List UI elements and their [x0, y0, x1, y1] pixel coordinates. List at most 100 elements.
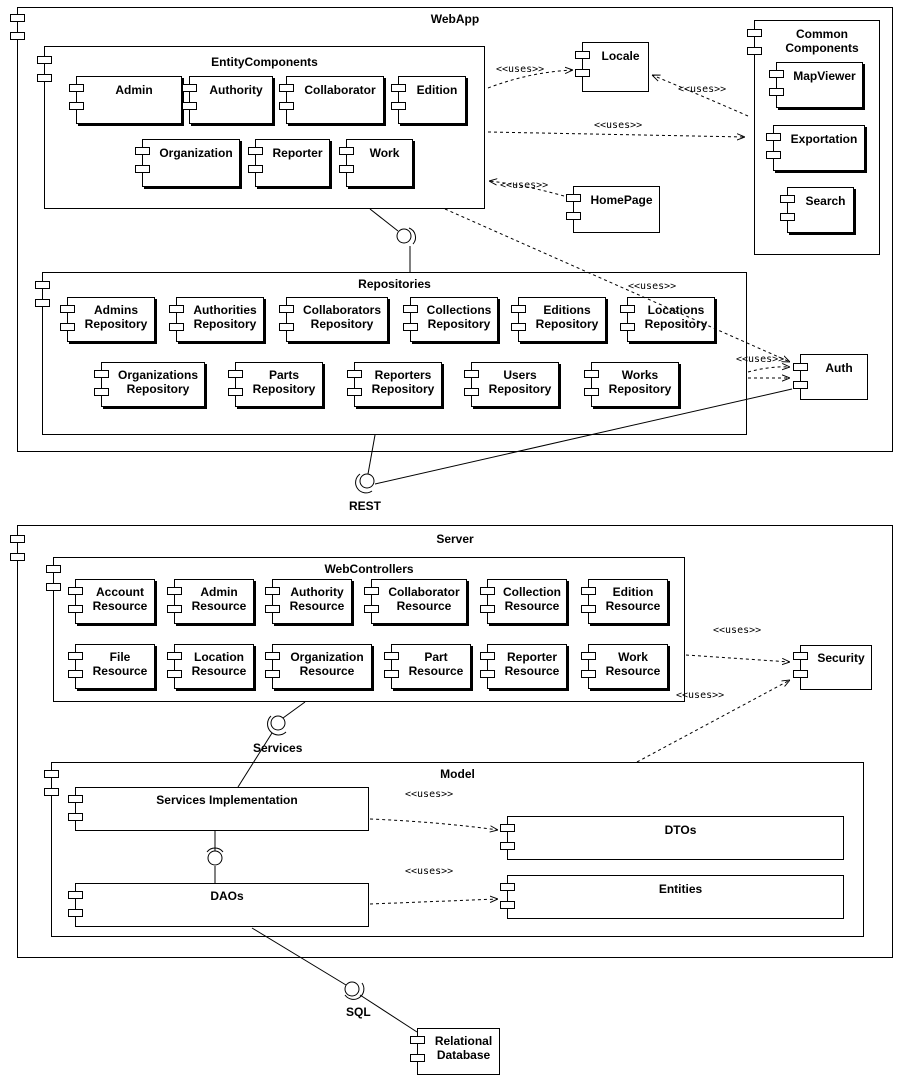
auth-port-icon: [793, 363, 808, 371]
exportation-port-icon: [766, 133, 781, 141]
daos-port-icon: [68, 891, 83, 899]
work-port-icon: [339, 165, 354, 173]
locale-port-icon: [575, 51, 590, 59]
location-resource-port-icon: [167, 670, 182, 678]
webcontrollers-port-icon: [46, 583, 61, 591]
organization-resource-port-icon: [265, 670, 280, 678]
reporter-port-icon: [248, 165, 263, 173]
relational-database-label: Relational Database: [434, 1034, 493, 1062]
organizations-repository-label: Organizations Repository: [117, 368, 198, 396]
users-repository-port-icon: [464, 370, 479, 378]
reporter-resource-port-icon: [480, 670, 495, 678]
collaborator-resource-port-icon: [364, 605, 379, 613]
authority-resource-label: Authority Resource: [289, 585, 345, 613]
collaborator-port-icon: [279, 102, 294, 110]
rest-interface-socket: [355, 473, 373, 494]
admins-repository: Admins Repository: [67, 297, 155, 342]
edition-component: Edition: [398, 76, 466, 124]
authorities-repository-port-icon: [169, 323, 184, 331]
homepage-component: HomePage: [573, 186, 660, 233]
part-resource-label: Part Resource: [408, 650, 464, 678]
collections-repository-label: Collections Repository: [426, 303, 492, 331]
relational-database-component: Relational Database: [417, 1028, 500, 1075]
collaborator-resource-label: Collaborator Resource: [388, 585, 460, 613]
collaborators-repository-port-icon: [279, 323, 294, 331]
users-repository-label: Users Repository: [488, 368, 552, 396]
services-implementation-component: Services Implementation: [75, 787, 369, 831]
dtos-port-icon: [500, 824, 515, 832]
services-implementation-label: Services Implementation: [156, 793, 298, 807]
repositories-title: Repositories: [358, 277, 431, 291]
services-implementation-port-icon: [68, 813, 83, 821]
organizations-repository: Organizations Repository: [101, 362, 205, 407]
work-resource-port-icon: [581, 652, 596, 660]
security-component: Security: [800, 645, 872, 690]
locations-repository-label: Locations Repository: [644, 303, 708, 331]
entities-label: Entities: [658, 882, 703, 896]
uses-label-entity-auth: <<uses>>: [628, 281, 677, 292]
authority-label: Authority: [209, 83, 263, 97]
uses-label-security-2: <<uses>>: [676, 690, 725, 701]
common-components-title: Common Components: [785, 27, 859, 55]
dtos-label: DTOs: [664, 823, 697, 837]
file-resource-port-icon: [68, 652, 83, 660]
entities-component: Entities: [507, 875, 844, 919]
search-component: Search: [787, 187, 854, 233]
reporters-repository-label: Reporters Repository: [371, 368, 435, 396]
collaborators-repository-label: Collaborators Repository: [302, 303, 381, 331]
services-interface-label: Services: [253, 741, 303, 755]
model-title: Model: [440, 767, 475, 781]
uses-label-entities: <<uses>>: [405, 866, 454, 877]
part-resource-port-icon: [384, 670, 399, 678]
server-title: Server: [436, 532, 474, 546]
daos-label: DAOs: [210, 889, 244, 903]
search-port-icon: [780, 195, 795, 203]
authorities-repository: Authorities Repository: [176, 297, 264, 342]
server-port-icon: [10, 553, 25, 561]
webapp-port-icon: [10, 32, 25, 40]
security-port-icon: [793, 670, 808, 678]
parts-repository-port-icon: [228, 388, 243, 396]
common-components-port-icon: [747, 47, 762, 55]
admin-port-icon: [69, 102, 84, 110]
works-repository-port-icon: [584, 370, 599, 378]
webapp-title: WebApp: [430, 12, 480, 26]
parts-repository-label: Parts Repository: [252, 368, 316, 396]
admins-repository-port-icon: [60, 305, 75, 313]
collections-repository: Collections Repository: [410, 297, 498, 342]
search-port-icon: [780, 213, 795, 221]
organization-port-icon: [135, 165, 150, 173]
edition-port-icon: [391, 84, 406, 92]
reporters-repository-port-icon: [347, 370, 362, 378]
account-resource: Account Resource: [75, 579, 155, 624]
locations-repository-port-icon: [620, 305, 635, 313]
mapviewer-label: MapViewer: [793, 69, 856, 83]
exportation-port-icon: [766, 151, 781, 159]
daos-port-icon: [68, 909, 83, 917]
collections-repository-port-icon: [403, 323, 418, 331]
collaborator-resource-port-icon: [364, 587, 379, 595]
uses-label-common: <<uses>>: [594, 120, 643, 131]
organization-component: Organization: [142, 139, 240, 187]
webcontrollers-title: WebControllers: [324, 562, 414, 576]
admin-label: Admin: [115, 83, 153, 97]
organization-resource-port-icon: [265, 652, 280, 660]
exportation-label: Exportation: [790, 132, 858, 146]
account-resource-port-icon: [68, 605, 83, 613]
sql-interface-socket: [344, 982, 365, 1000]
admins-repository-port-icon: [60, 323, 75, 331]
server-port-icon: [10, 535, 25, 543]
relational-database-port-icon: [410, 1054, 425, 1062]
mapviewer-port-icon: [769, 70, 784, 78]
authorities-repository-label: Authorities Repository: [193, 303, 257, 331]
organization-resource-label: Organization Resource: [290, 650, 364, 678]
collection-resource-port-icon: [480, 587, 495, 595]
rest-interface-circle: [359, 473, 375, 489]
location-resource: Location Resource: [174, 644, 254, 689]
authority-port-icon: [182, 84, 197, 92]
collaborators-repository-port-icon: [279, 305, 294, 313]
part-resource: Part Resource: [391, 644, 471, 689]
locale-label: Locale: [601, 49, 640, 63]
uses-label-security-1: <<uses>>: [713, 625, 762, 636]
collaborator-resource: Collaborator Resource: [371, 579, 467, 624]
